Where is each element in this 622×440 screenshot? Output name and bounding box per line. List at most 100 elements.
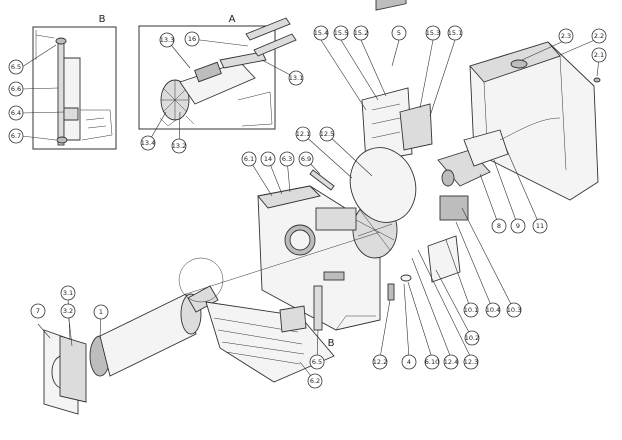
leader-15-3 [419, 39, 434, 109]
control-box-detail [371, 103, 401, 139]
part-12-2 [387, 283, 395, 301]
callout-10-1: 10.1 [463, 302, 479, 318]
callout-12-1: 12.1 [295, 126, 311, 142]
callout-16: 16 [184, 31, 200, 47]
callout-3-2: 3.2 [60, 303, 76, 319]
svg-text:13.4: 13.4 [141, 139, 155, 147]
housing-air-inlet-inner [289, 229, 311, 251]
callout-10-2: 10.2 [464, 330, 480, 346]
leader-4 [403, 283, 410, 359]
housing-base [335, 315, 376, 331]
lower-hood: B [205, 285, 335, 383]
svg-text:1: 1 [99, 308, 103, 316]
main-housing [257, 147, 417, 331]
leader-6-10 [407, 281, 433, 359]
callout-6-2: 6.2 [307, 373, 323, 389]
svg-text:10.4: 10.4 [486, 306, 500, 314]
callout-6-3: 6.3 [279, 151, 295, 167]
callout-6-9: 6.9 [298, 151, 314, 167]
svg-text:3.1: 3.1 [63, 289, 73, 297]
leader-6-5-top [21, 44, 57, 68]
leader-2-3 [521, 39, 567, 61]
svg-text:12.5: 12.5 [320, 130, 334, 138]
control-box-side [399, 103, 433, 151]
callout-10-4: 10.4 [485, 302, 501, 318]
ignition-head [159, 17, 297, 127]
motor-bracket [427, 235, 461, 283]
callout-12-2: 12.2 [372, 354, 388, 370]
svg-text:15.5: 15.5 [334, 29, 348, 37]
svg-text:4: 4 [407, 358, 411, 366]
svg-text:12.3: 12.3 [464, 358, 478, 366]
callout-2-3: 2.3 [558, 28, 574, 44]
callout-15-5: 15.5 [333, 25, 349, 41]
housing-slot [323, 271, 345, 281]
leader-6-7 [21, 135, 57, 141]
svg-text:13.3: 13.3 [160, 36, 174, 44]
svg-text:6.2: 6.2 [310, 377, 320, 385]
hood-clip [279, 305, 307, 333]
svg-text:2.3: 2.3 [561, 32, 571, 40]
inset-b: B [21, 14, 117, 150]
callout-15-2: 15.2 [353, 25, 369, 41]
callout-6-7: 6.7 [8, 128, 24, 144]
pump-shaft [441, 169, 455, 187]
airbox [315, 207, 357, 231]
hinge-housing-detail [85, 117, 107, 129]
callout-13-4: 13.4 [140, 135, 156, 151]
svg-text:6.6: 6.6 [11, 85, 21, 93]
svg-text:6.3: 6.3 [282, 155, 292, 163]
housing-fragment [237, 91, 273, 127]
svg-text:13.1: 13.1 [289, 74, 303, 82]
oil-hose [499, 117, 561, 141]
leader-12-4 [411, 257, 452, 359]
svg-text:6.1: 6.1 [244, 155, 254, 163]
leader-10-3 [461, 207, 515, 311]
svg-text:6.9: 6.9 [301, 155, 311, 163]
leader-10-1 [445, 239, 472, 311]
inset-b-letter: B [99, 14, 106, 25]
head-mount [159, 115, 195, 127]
hood-ribs [213, 317, 305, 365]
hinge-assembly [35, 30, 113, 146]
callout-2-1: 2.1 [591, 47, 607, 63]
hinge-frame-fragment [35, 30, 55, 60]
leader-15-1 [429, 39, 456, 117]
hinge-plate [63, 57, 81, 141]
callout-13-1: 13.1 [288, 70, 304, 86]
svg-text:11: 11 [536, 222, 544, 230]
hinge-bracket [63, 107, 79, 121]
small-parts [387, 274, 412, 301]
leader-12-1 [302, 133, 353, 179]
callout-13-3: 13.3 [159, 32, 175, 48]
svg-text:2.1: 2.1 [594, 51, 604, 59]
leader-8 [479, 173, 500, 227]
svg-text:6.4: 6.4 [11, 109, 21, 117]
callout-4: 4 [401, 354, 417, 370]
hinge-housing-fragment [80, 109, 113, 141]
leader-12-5 [326, 133, 373, 177]
motor-capacitor [439, 195, 469, 221]
callouts: 6.5 6.6 6.4 6.7 13.3 16 13.1 13.4 13.2 1… [8, 25, 607, 389]
inset-a-letter: A [229, 14, 236, 25]
svg-text:6.5: 6.5 [11, 63, 21, 71]
leader-10-4 [455, 221, 494, 311]
leader-10-2 [435, 269, 473, 339]
callout-13-2: 13.2 [171, 138, 187, 154]
control-box-body [361, 87, 413, 163]
svg-text:15.2: 15.2 [354, 29, 368, 37]
nozzle-block [194, 61, 222, 83]
nozzle-rod [185, 231, 381, 295]
leader-11 [505, 147, 541, 227]
part-6-10 [400, 274, 412, 282]
callout-14: 14 [260, 151, 276, 167]
callout-15-1: 15.1 [447, 25, 463, 41]
svg-text:12.2: 12.2 [373, 358, 387, 366]
callout-10-3: 10.3 [506, 302, 522, 318]
leader-9 [493, 159, 519, 227]
callout-2-2: 2.2 [591, 28, 607, 44]
svg-text:9: 9 [516, 222, 520, 230]
svg-text:15.1: 15.1 [448, 29, 462, 37]
callout-6-10: 6.10 [424, 354, 440, 370]
callout-11: 11 [532, 218, 548, 234]
